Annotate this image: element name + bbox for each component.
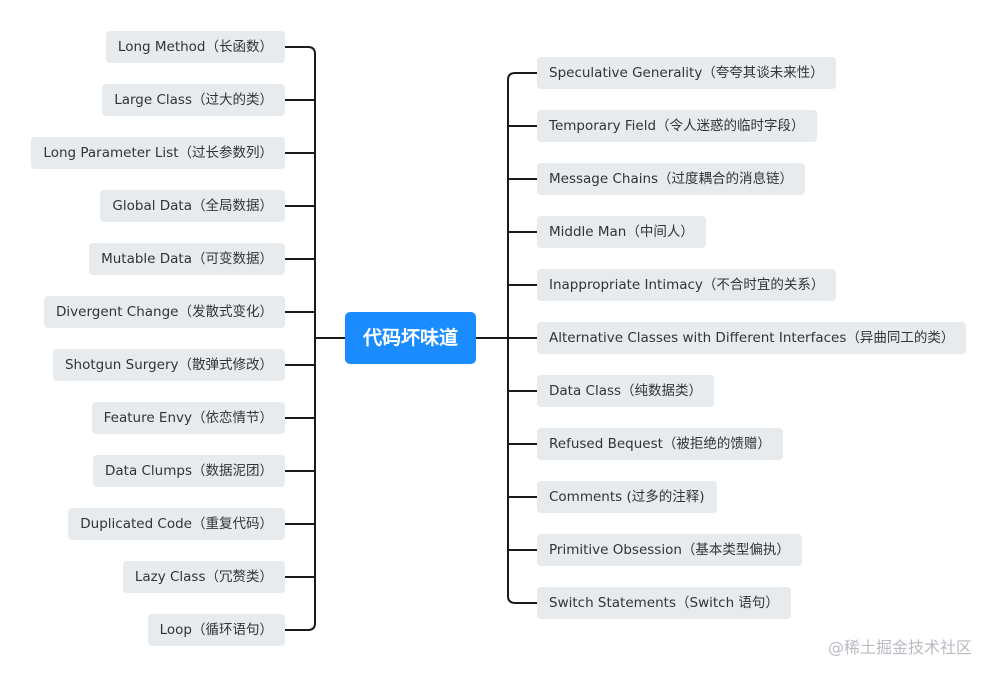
right-topic-node[interactable]: Speculative Generality（夸夸其谈未来性） xyxy=(537,57,836,89)
left-topic-node[interactable]: Duplicated Code（重复代码） xyxy=(68,508,285,540)
central-topic[interactable]: 代码坏味道 xyxy=(345,312,476,364)
right-topic-node[interactable]: Middle Man（中间人） xyxy=(537,216,706,248)
left-topic-node[interactable]: Shotgun Surgery（散弹式修改） xyxy=(52,349,285,381)
connector-line xyxy=(285,46,316,631)
left-topic-node[interactable]: Long Parameter List（过长参数列） xyxy=(31,137,285,169)
right-topic-node[interactable]: Primitive Obsession（基本类型偏执） xyxy=(537,534,802,566)
left-topic-node[interactable]: Divergent Change（发散式变化） xyxy=(44,296,285,328)
left-topic-node[interactable]: Feature Envy（依恋情节） xyxy=(91,402,285,434)
right-topic-node[interactable]: Refused Bequest（被拒绝的馈赠） xyxy=(537,428,783,460)
right-topic-node[interactable]: Comments (过多的注释) xyxy=(537,481,717,513)
left-topic-node[interactable]: Large Class（过大的类） xyxy=(102,84,285,116)
right-topic-node[interactable]: Message Chains（过度耦合的消息链） xyxy=(537,163,806,195)
left-topic-node[interactable]: Mutable Data（可变数据） xyxy=(89,243,285,275)
right-topic-node[interactable]: Temporary Field（令人迷惑的临时字段） xyxy=(537,110,817,142)
right-topic-node[interactable]: Switch Statements（Switch 语句） xyxy=(537,587,791,619)
right-topic-node[interactable]: Inappropriate Intimacy（不合时宜的关系） xyxy=(537,269,837,301)
left-topic-node[interactable]: Lazy Class（冗赘类） xyxy=(122,561,285,593)
left-topic-node[interactable]: Loop（循环语句） xyxy=(147,614,285,646)
watermark: @稀土掘金技术社区 xyxy=(827,638,972,657)
left-topic-node[interactable]: Long Method（长函数） xyxy=(105,31,285,63)
left-topic-node[interactable]: Data Clumps（数据泥团） xyxy=(92,455,285,487)
left-topic-node[interactable]: Global Data（全局数据） xyxy=(100,190,285,222)
right-topic-node[interactable]: Alternative Classes with Different Inter… xyxy=(537,322,967,354)
right-topic-node[interactable]: Data Class（纯数据类） xyxy=(537,375,715,407)
